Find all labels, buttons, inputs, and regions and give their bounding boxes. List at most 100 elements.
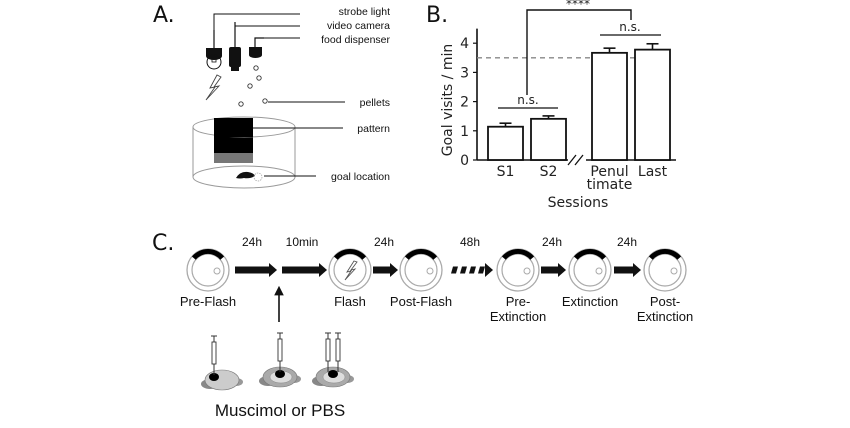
arrow-dash [451, 266, 458, 274]
arena-inner-ring [501, 253, 535, 287]
goal-location-icon [595, 267, 603, 275]
y-tick-label: 0 [460, 153, 469, 169]
panel-a: A. [153, 3, 390, 189]
pattern-arc [191, 248, 225, 260]
arrow: 24h [541, 235, 566, 277]
arrow: 24h [235, 235, 277, 277]
rat-icon [236, 171, 263, 182]
callout-video-camera: video camera [327, 20, 390, 32]
syringe-barrel [277, 338, 283, 362]
flash-bolt-icon [205, 74, 222, 101]
panel-a-label: A. [153, 3, 175, 28]
x-tick-label: Penul [590, 164, 628, 180]
arrow-dash [478, 266, 485, 274]
pattern-arc [404, 248, 438, 260]
x-axis-title: Sessions [548, 195, 609, 211]
arrow: 10min [282, 235, 327, 277]
goal-location-icon [670, 267, 678, 275]
syringe-barrel [325, 338, 331, 362]
callout-lines [213, 13, 345, 177]
arena-inner-ring [191, 253, 225, 287]
injection-site [275, 370, 285, 378]
stage-label: Flash [334, 294, 366, 309]
brain-3 [312, 332, 354, 388]
arrow-dash [469, 266, 476, 274]
stage-label: Extinction [490, 309, 546, 324]
arena-inner-ring [404, 253, 438, 287]
bar-penultimate [591, 51, 628, 161]
pattern-arc [648, 248, 682, 260]
injection-label: Muscimol or PBS [215, 401, 345, 420]
arena-inner-ring [573, 253, 607, 287]
callout-pattern: pattern [357, 123, 390, 135]
sig-label-s1-s2: n.s. [517, 93, 539, 107]
y-tick-label: 4 [460, 36, 469, 52]
arrow-head [319, 263, 327, 277]
axis-break-mark [574, 154, 584, 166]
callout-pellets: pellets [360, 97, 390, 109]
flash-bolt-icon [344, 260, 358, 281]
sig-label-penul-last: n.s. [619, 20, 641, 34]
arrow-head [633, 263, 641, 277]
sig-label-main: **** [566, 0, 590, 11]
interval-label: 24h [542, 235, 562, 249]
pattern-arc [573, 248, 607, 260]
stage-extinction: Extinction [562, 248, 618, 309]
syringe-barrel [335, 338, 341, 362]
goal-location-icon [523, 267, 531, 275]
arrow-head [558, 263, 566, 277]
y-tick-label: 2 [460, 95, 469, 111]
sig-bracket [526, 9, 632, 95]
arrow-head [269, 263, 277, 277]
brain-injection-illustrations [201, 332, 354, 391]
stage-label: Post- [650, 294, 680, 309]
arrow-shaft [541, 266, 558, 274]
stage-flash: Flash [328, 248, 372, 309]
stage-label: Pre-Flash [180, 294, 236, 309]
panel-c-label: C. [152, 231, 174, 256]
y-tick-label: 3 [460, 65, 469, 81]
panel-b-label: B. [426, 3, 448, 28]
syringe-barrel [211, 341, 217, 365]
stage-post-extinction: Post-Extinction [637, 248, 693, 324]
y-axis-title: Goal visits / min [440, 44, 456, 157]
food-dispenser-icon [249, 37, 264, 58]
arrow: 24h [373, 235, 398, 277]
callout-food-dispenser: food dispenser [321, 34, 390, 46]
x-tick-label: Last [638, 164, 668, 180]
arrow-dashed: 48h [451, 235, 493, 277]
arrow-shaft [614, 266, 633, 274]
stage-label: Extinction [637, 309, 693, 324]
syringe-icon [325, 332, 331, 372]
strobe-light-icon [206, 30, 222, 70]
stage-label: Post-Flash [390, 294, 452, 309]
brain-1 [201, 335, 243, 391]
arena-inner-ring [648, 253, 682, 287]
pellets [238, 65, 268, 107]
stage-label: Pre- [506, 294, 531, 309]
arrow-shaft [373, 266, 390, 274]
injection-site [209, 373, 219, 381]
brain-2 [259, 332, 301, 388]
interval-label: 48h [460, 235, 480, 249]
axis-break-mark [567, 154, 577, 166]
syringe-icon [335, 332, 341, 372]
arena-inner-ring [333, 253, 367, 287]
arrow: 24h [614, 235, 641, 277]
bar-s1 [487, 125, 524, 161]
arrow-head [390, 263, 398, 277]
arrow-shaft [235, 266, 269, 274]
interval-label: 24h [617, 235, 637, 249]
bar-s2 [530, 117, 567, 161]
bar-last [634, 48, 671, 161]
arrow-dash [460, 266, 467, 274]
callout-goal-location: goal location [331, 171, 390, 183]
stage-pre-extinction: Pre-Extinction [490, 248, 546, 324]
x-tick-label: timate [587, 177, 633, 193]
interval-label: 24h [242, 235, 262, 249]
stage-post-flash: Post-Flash [390, 248, 452, 309]
